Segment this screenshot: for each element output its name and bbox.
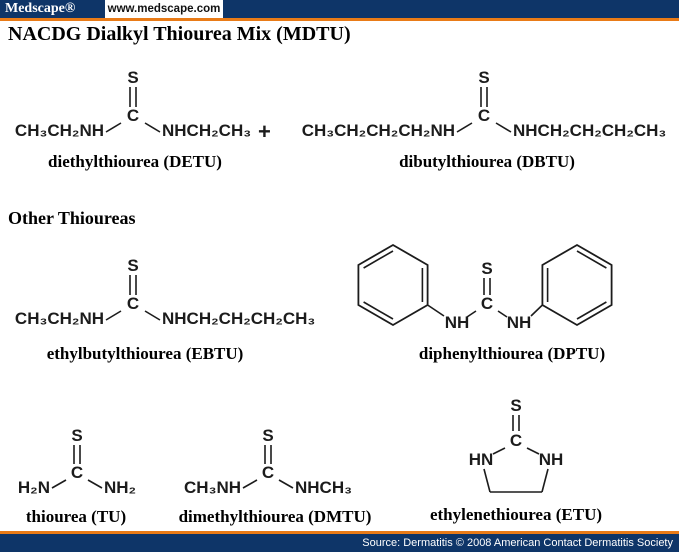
tu-bonds: [51, 445, 103, 489]
etu-carbon-label: C: [510, 431, 522, 450]
ebtu-right-formula: NHCH₂CH₂CH₂CH₃: [162, 309, 315, 328]
plus-sign: +: [258, 119, 271, 144]
dmtu-caption: dimethylthiourea (DMTU): [178, 507, 372, 526]
etu-caption: ethylenethiourea (ETU): [429, 505, 603, 524]
dmtu-left-formula: CH₃NH: [184, 478, 241, 497]
dmtu-sulfur-label: S: [262, 426, 273, 445]
etu-bonds: [483, 415, 549, 493]
ebtu-left-formula: CH₃CH₂NH: [15, 309, 104, 328]
dptu-caption: diphenylthiourea (DPTU): [418, 344, 606, 363]
dptu-left-benzene-ring: [357, 243, 429, 327]
dbtu-left-formula: CH₃CH₂CH₂CH₂NH: [302, 121, 455, 140]
tu-left-formula: H₂N: [18, 478, 50, 497]
dmtu-bonds: [242, 445, 294, 489]
ebtu-caption: ethylbutylthiourea (EBTU): [46, 344, 244, 363]
structure-detu: S C CH₃CH₂NH NHCH₂CH₃: [15, 68, 251, 140]
section-heading: Other Thioureas: [8, 208, 136, 228]
dmtu-right-formula: NHCH₃: [295, 478, 352, 497]
detu-carbon-label: C: [127, 106, 139, 125]
dptu-left-nh-label: NH: [445, 313, 470, 332]
ebtu-carbon-label: C: [127, 294, 139, 313]
footer-orange-rule: [0, 531, 679, 534]
figure-title: NACDG Dialkyl Thiourea Mix (MDTU): [8, 23, 351, 45]
etu-right-nh-label: NH: [539, 450, 564, 469]
dbtu-right-formula: NHCH₂CH₂CH₂CH₃: [513, 121, 666, 140]
dptu-carbon-label: C: [481, 294, 493, 313]
tu-carbon-label: C: [71, 463, 83, 482]
dbtu-sulfur-label: S: [478, 68, 489, 87]
ebtu-bonds: [105, 275, 161, 321]
structure-dmtu: S C CH₃NH NHCH₃: [184, 426, 352, 497]
tu-caption: thiourea (TU): [25, 507, 127, 526]
tu-right-formula: NH₂: [104, 478, 136, 497]
footer-bar: [0, 534, 679, 552]
detu-caption: diethylthiourea (DETU): [48, 152, 222, 171]
detu-sulfur-label: S: [127, 68, 138, 87]
dbtu-bonds: [456, 87, 512, 133]
etu-sulfur-label: S: [510, 396, 521, 415]
tu-sulfur-label: S: [71, 426, 82, 445]
dmtu-carbon-label: C: [262, 463, 274, 482]
etu-left-hn-label: HN: [469, 450, 494, 469]
ebtu-sulfur-label: S: [127, 256, 138, 275]
detu-left-formula: CH₃CH₂NH: [15, 121, 104, 140]
dbtu-carbon-label: C: [478, 106, 490, 125]
dptu-sulfur-label: S: [481, 259, 492, 278]
detu-bonds: [105, 87, 161, 133]
structure-tu: S C H₂N NH₂: [18, 426, 136, 497]
detu-right-formula: NHCH₂CH₃: [162, 121, 251, 140]
header-bar: Medscape® www.medscape.com: [0, 0, 679, 18]
dptu-bonds: [427, 278, 543, 318]
structure-ebtu: S C CH₃CH₂NH NHCH₂CH₂CH₂CH₃: [15, 256, 315, 328]
dbtu-caption: dibutylthiourea (DBTU): [399, 152, 575, 171]
header-orange-rule: [0, 18, 679, 21]
structure-dbtu: S C CH₃CH₂CH₂CH₂NH NHCH₂CH₂CH₂CH₃: [302, 68, 667, 140]
dptu-right-benzene-ring: [541, 243, 613, 327]
source-credit: Source: Dermatitis © 2008 American Conta…: [362, 537, 673, 549]
medscape-logo: Medscape®: [5, 1, 76, 16]
structure-dptu: S C NH NH: [357, 243, 613, 332]
structure-etu: S C HN NH: [469, 396, 564, 493]
site-url-box: www.medscape.com: [105, 0, 223, 18]
dptu-right-nh-label: NH: [507, 313, 532, 332]
